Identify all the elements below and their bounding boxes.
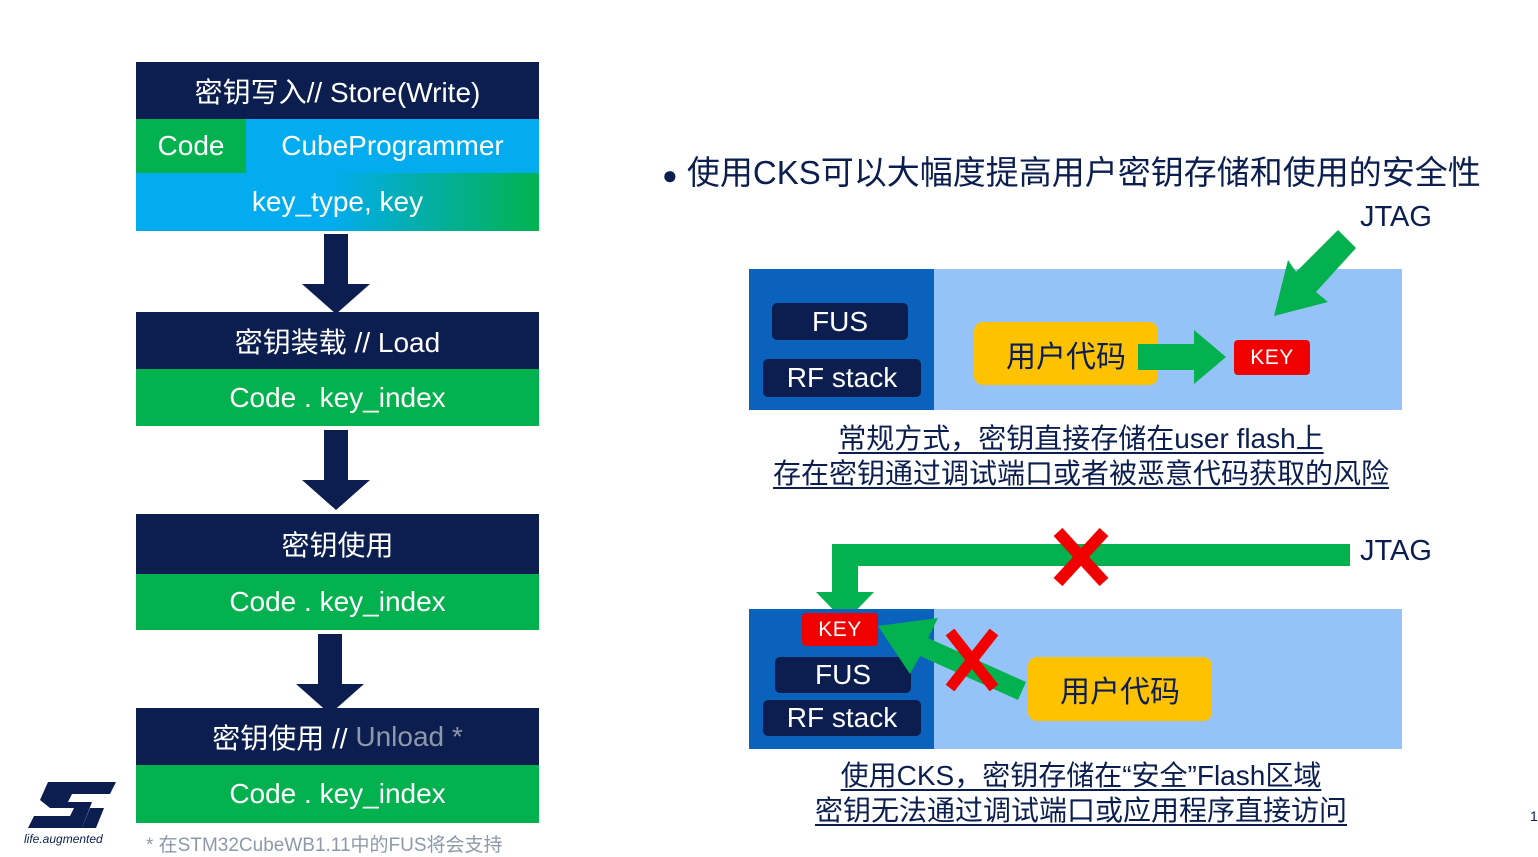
fus-chip-2: FUS — [775, 657, 911, 693]
store-tool-label: CubeProgrammer — [246, 119, 539, 173]
unload-title-prefix: 密钥使用 // — [212, 722, 356, 754]
rf-stack-chip-1: RF stack — [763, 359, 921, 397]
load-params: Code . key_index — [136, 369, 539, 426]
footnote: * 在STM32CubeWB1.11中的FUS将会支持 — [146, 835, 503, 856]
st-logo-icon — [28, 782, 116, 828]
store-params: key_type, key — [136, 173, 539, 231]
logo-tagline: life.augmented — [24, 832, 103, 846]
load-title: 密钥装载 // Load — [136, 312, 539, 369]
page-number: 1 — [1530, 808, 1538, 824]
unload-title: 密钥使用 // Unload * — [136, 708, 539, 765]
arrow-down-left-icon — [1274, 230, 1356, 316]
bullet-dot: ● — [662, 159, 678, 190]
bullet-text: 使用CKS可以大幅度提高用户密钥存储和使用的安全性 — [686, 154, 1481, 191]
rf-stack-chip-2: RF stack — [763, 700, 921, 736]
flow-arrow-down-2 — [302, 430, 370, 510]
flow-arrow-down-1 — [302, 234, 370, 314]
use-params: Code . key_index — [136, 574, 539, 630]
jtag-label-1: JTAG — [1360, 201, 1432, 233]
key-badge-1: KEY — [1234, 340, 1310, 375]
key-badge-2: KEY — [802, 613, 878, 646]
jtag-label-2: JTAG — [1360, 535, 1432, 567]
user-code-block-1: 用户代码 — [974, 322, 1158, 385]
blocked-jtag-path-icon — [816, 544, 1350, 622]
user-code-block-2: 用户代码 — [1028, 657, 1212, 721]
caption-cks-line1: 使用CKS，密钥存储在“安全”Flash区域 — [840, 760, 1322, 791]
blocked-x-icon-2 — [945, 628, 999, 692]
blocked-x-icon — [1053, 528, 1109, 586]
caption-normal-line1: 常规方式，密钥直接存储在user flash上 — [838, 423, 1324, 454]
arrow-right-icon — [1138, 330, 1226, 384]
bullet-point: ● 使用CKS可以大幅度提高用户密钥存储和使用的安全性 — [662, 146, 1481, 194]
unload-title-highlight: Unload * — [355, 720, 463, 752]
flow-arrow-down-3 — [296, 634, 364, 714]
fus-chip-1: FUS — [772, 303, 908, 340]
unload-params: Code . key_index — [136, 765, 539, 823]
caption-cks-line2: 密钥无法通过调试端口或应用程序直接访问 — [814, 795, 1347, 826]
caption-normal-line2: 存在密钥通过调试端口或者被恶意代码获取的风险 — [772, 458, 1389, 489]
use-title: 密钥使用 — [136, 514, 539, 574]
store-code-label: Code — [136, 119, 246, 173]
store-title: 密钥写入// Store(Write) — [136, 62, 539, 119]
